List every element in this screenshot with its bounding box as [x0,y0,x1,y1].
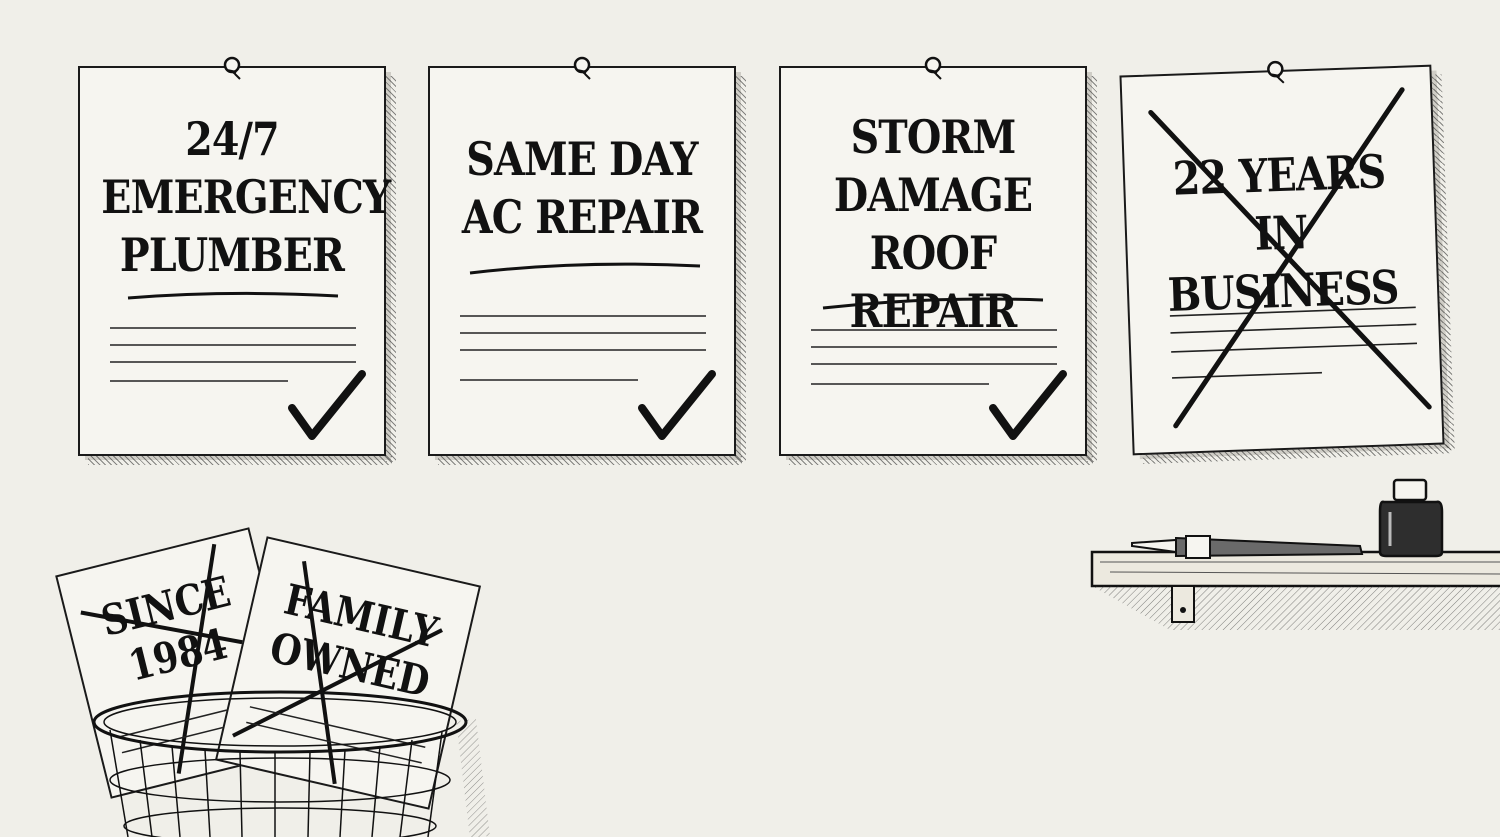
pushpin-icon [573,56,591,80]
notice-body-lines [1169,306,1418,379]
notice-headline: SAME DAY AC REPAIR [451,130,712,246]
headline-line: PLUMBER [119,228,345,282]
notice-body-lines [811,297,1057,385]
checkmark-icon [989,370,1067,440]
cross-out-icon [1148,87,1432,429]
headline-line: STORM [850,110,1017,164]
notice-shadow [1087,76,1097,462]
headline-line: 24/7 [185,112,279,166]
headline-line: DAMAGE [833,168,1033,222]
notice-shadow [789,456,1093,465]
headline-line: SAME DAY [466,132,698,186]
notice-storm-damage-roof-repair: STORM DAMAGE ROOF REPAIR [779,56,1097,465]
notice-shadow [386,76,396,462]
notice-22-years-in-business: 22 YEARS IN BUSINESS [1119,60,1455,464]
notice-body-lines [110,291,356,382]
notice-emergency-plumber: 24/7 EMERGENCY PLUMBER [78,56,396,465]
checkmark-icon [288,370,366,440]
notice-shadow [736,76,746,462]
notice-headline: 24/7 EMERGENCY PLUMBER [101,110,391,284]
notice-same-day-ac-repair: SAME DAY AC REPAIR [428,56,746,465]
headline-line: EMERGENCY [101,170,391,224]
notice-shadow [438,456,742,465]
notice-shadow [88,456,392,465]
notice-body-lines [460,262,706,381]
headline-line: ROOF REPAIR [849,226,1018,338]
headline-line: AC REPAIR [461,190,703,244]
notice-headline: STORM DAMAGE ROOF REPAIR [802,108,1063,340]
pushpin-icon [924,56,942,80]
checkmark-icon [638,370,716,440]
cross-out-icon [232,560,443,785]
pushpin-icon [223,56,241,80]
pushpin-icon [1267,60,1285,84]
